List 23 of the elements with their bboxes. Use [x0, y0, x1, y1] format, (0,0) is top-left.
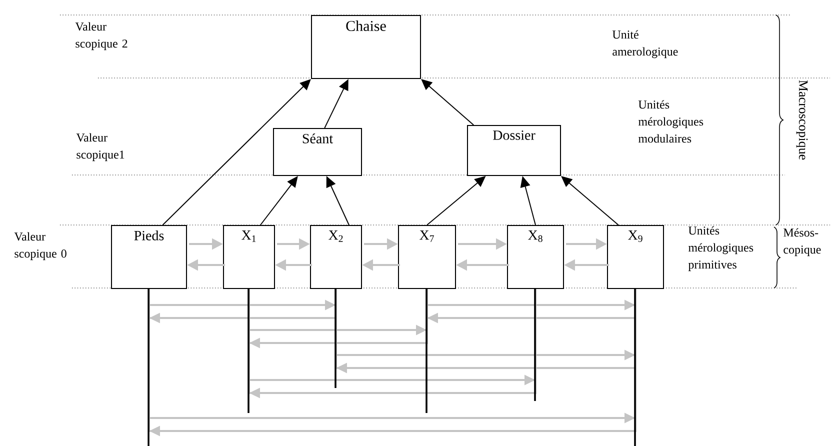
arrow	[561, 176, 619, 226]
arrow	[335, 289, 636, 374]
arrow	[162, 79, 311, 226]
arrow	[248, 289, 428, 348]
level-label: Valeur scopique1	[76, 133, 124, 162]
level-label: Unités mérologiques primitives	[688, 226, 754, 272]
level-label: Unité amerologique	[612, 30, 678, 58]
box: Chaise	[311, 15, 421, 79]
side-label: Macroscopique	[796, 80, 808, 160]
box: Pieds	[111, 225, 187, 289]
box: X$_{8}$	[507, 225, 564, 289]
level-label: Valeur scopique 2	[75, 22, 128, 50]
level-label: Valeur scopique 0	[14, 232, 66, 260]
level-label: Unités mérologiques modulaires	[638, 100, 704, 143]
box: X$_{2}$	[310, 225, 362, 289]
box: X$_{1}$	[223, 225, 275, 289]
box: X$_{9}$	[607, 225, 664, 289]
level-label: Mésos- copique	[784, 228, 821, 256]
box: Dossier	[467, 125, 561, 176]
arrow	[260, 176, 298, 226]
box: X$_{7}$	[398, 225, 456, 289]
box: Séant	[273, 128, 362, 176]
arrow	[421, 79, 474, 126]
